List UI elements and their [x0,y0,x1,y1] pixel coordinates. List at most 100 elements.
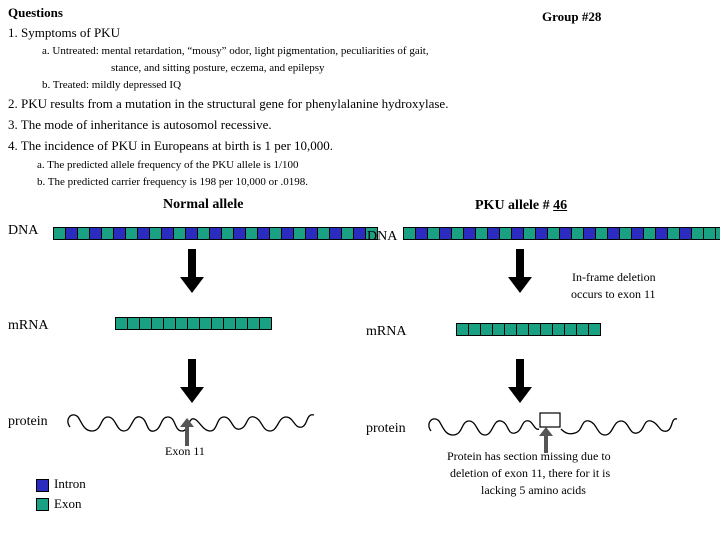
normal-dna-strip [53,227,378,240]
exon-segment [126,228,138,239]
pku-allele-title-prefix: PKU allele # [475,198,554,213]
exon-segment [452,228,464,239]
question-1a-line1: a. Untreated: mental retardation, “mousy… [42,45,429,57]
exon-segment [318,228,330,239]
exon-segment [704,228,716,239]
intron-segment [234,228,246,239]
intron-segment [560,228,572,239]
question-2: 2. PKU results from a mutation in the st… [8,96,449,111]
exon-segment [716,228,720,239]
exon-segment [596,228,608,239]
question-4a: a. The predicted allele frequency of the… [37,159,299,171]
intron-segment [330,228,342,239]
question-4b: b. The predicted carrier frequency is 19… [37,176,309,188]
exon-segment [404,228,416,239]
protein-note-line3: lacking 5 amino acids [481,483,586,497]
exon-segment [366,228,377,239]
exon-segment [553,324,565,335]
exon-segment [572,228,584,239]
exon-segment [294,228,306,239]
intron-segment [680,228,692,239]
exon-segment [541,324,553,335]
exon-segment [236,318,248,329]
pku-dna-label: DNA [367,229,398,244]
intron-segment [416,228,428,239]
intron-segment [186,228,198,239]
exon-segment [668,228,680,239]
question-3: 3. The mode of inheritance is autosomol … [8,117,272,132]
exon-segment [212,318,224,329]
intron-segment [162,228,174,239]
intron-legend-label: Intron [54,476,86,491]
exon-segment [270,228,282,239]
intron-segment [138,228,150,239]
exon-segment [589,324,600,335]
intron-segment [258,228,270,239]
normal-mrna-label: mRNA [8,318,49,333]
pku-allele-number: 46 [553,198,568,213]
exon-segment [620,228,632,239]
protein-note-line2: deletion of exon 11, there for it is [450,466,611,480]
exon-segment [102,228,114,239]
pku-mrna-to-protein-arrow [508,359,532,403]
exon-segment [246,228,258,239]
exon-segment [128,318,140,329]
intron-segment [90,228,102,239]
exon-segment [548,228,560,239]
normal-dna-to-mrna-arrow [180,249,204,293]
exon-segment [224,318,236,329]
normal-allele-title: Normal allele [163,197,244,212]
exon-segment [198,228,210,239]
question-1a-line2: stance, and sitting posture, eczema, and… [111,62,325,74]
exon-segment [150,228,162,239]
question-1b: b. Treated: mildly depressed IQ [42,79,182,91]
exon-segment [174,228,186,239]
protein-note-line1: Protein has section missing due to [447,449,611,463]
exon-11-pointer-arrow [180,418,194,446]
intron-segment [584,228,596,239]
exon-segment [517,324,529,335]
exon-segment [248,318,260,329]
intron-segment [608,228,620,239]
pku-protein-label: protein [366,421,406,436]
intron-segment [66,228,78,239]
intron-segment [464,228,476,239]
exon-segment [469,324,481,335]
intron-segment [440,228,452,239]
exon-segment [428,228,440,239]
exon-segment [116,318,128,329]
exon-segment [692,228,704,239]
exon-segment [505,324,517,335]
normal-mrna-to-protein-arrow [180,359,204,403]
normal-dna-label: DNA [8,223,39,238]
question-1: 1. Symptoms of PKU [8,25,120,40]
exon-segment [493,324,505,335]
pku-allele-title: PKU allele # 46 [475,198,567,214]
exon-segment [524,228,536,239]
exon-segment [176,318,188,329]
deletion-note-line2: occurs to exon 11 [571,287,656,301]
pku-mrna-label: mRNA [366,324,407,339]
exon-segment [140,318,152,329]
pku-protein-chain [428,412,678,436]
exon-legend-label: Exon [54,496,82,511]
exon-segment [164,318,176,329]
intron-segment [536,228,548,239]
exon-segment [188,318,200,329]
exon-segment [457,324,469,335]
exon-segment [529,324,541,335]
questions-title: Questions [8,5,63,20]
exon-segment [565,324,577,335]
intron-segment [306,228,318,239]
intron-segment [512,228,524,239]
exon-segment [342,228,354,239]
exon-segment [200,318,212,329]
exon-segment [54,228,66,239]
intron-segment [282,228,294,239]
intron-segment [114,228,126,239]
normal-mrna-strip [115,317,272,330]
pku-dna-strip [403,227,720,240]
intron-segment [354,228,366,239]
intron-segment [656,228,668,239]
intron-legend-swatch [36,479,49,492]
